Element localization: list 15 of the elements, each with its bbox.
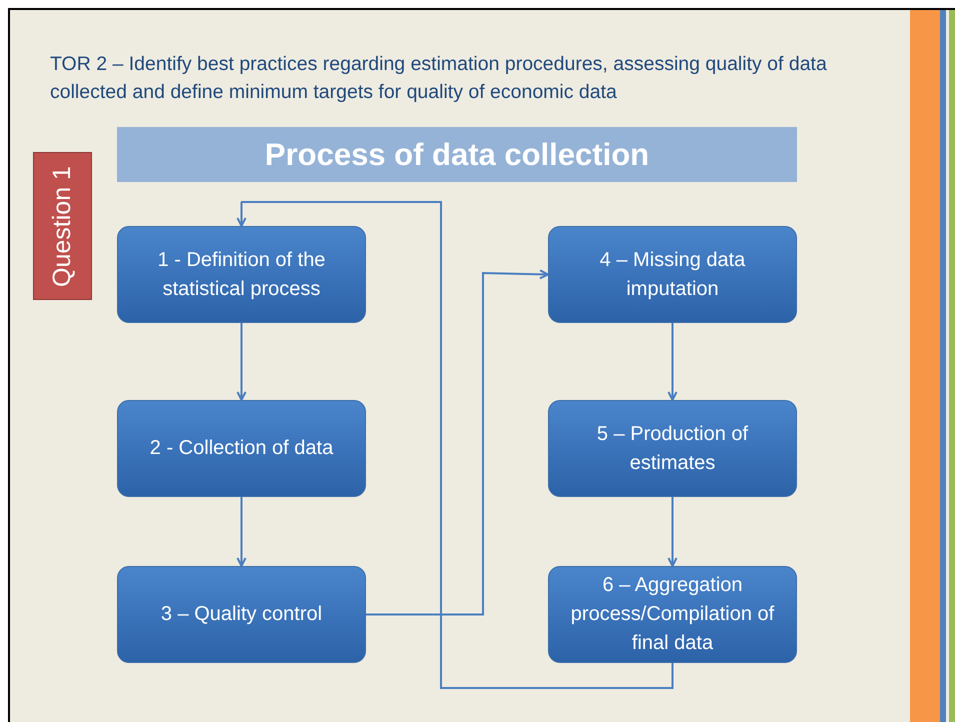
connector-arrow (366, 269, 549, 616)
connector-arrow (236, 201, 674, 689)
question-tab: Question 1 (33, 152, 92, 300)
process-box: 2 - Collection of data (117, 400, 366, 497)
connector-arrow (668, 323, 678, 401)
header-band: Process of data collection (117, 127, 797, 182)
process-box: 1 - Definition of the statistical process (117, 226, 366, 323)
connector-arrow (236, 497, 246, 567)
process-box: 6 – Aggregation process/Compilation of final data (548, 566, 797, 663)
connector-arrow (236, 323, 246, 401)
connector-arrow (668, 497, 678, 567)
process-box: 4 – Missing data imputation (548, 226, 797, 323)
slide-title: TOR 2 – Identify best practices regarding estimation procedures, assessing quality of data collected and define minimum targets for quality of economic data (50, 52, 828, 105)
process-box: 3 – Quality control (117, 566, 366, 663)
process-box: 5 – Production of estimates (548, 400, 797, 497)
